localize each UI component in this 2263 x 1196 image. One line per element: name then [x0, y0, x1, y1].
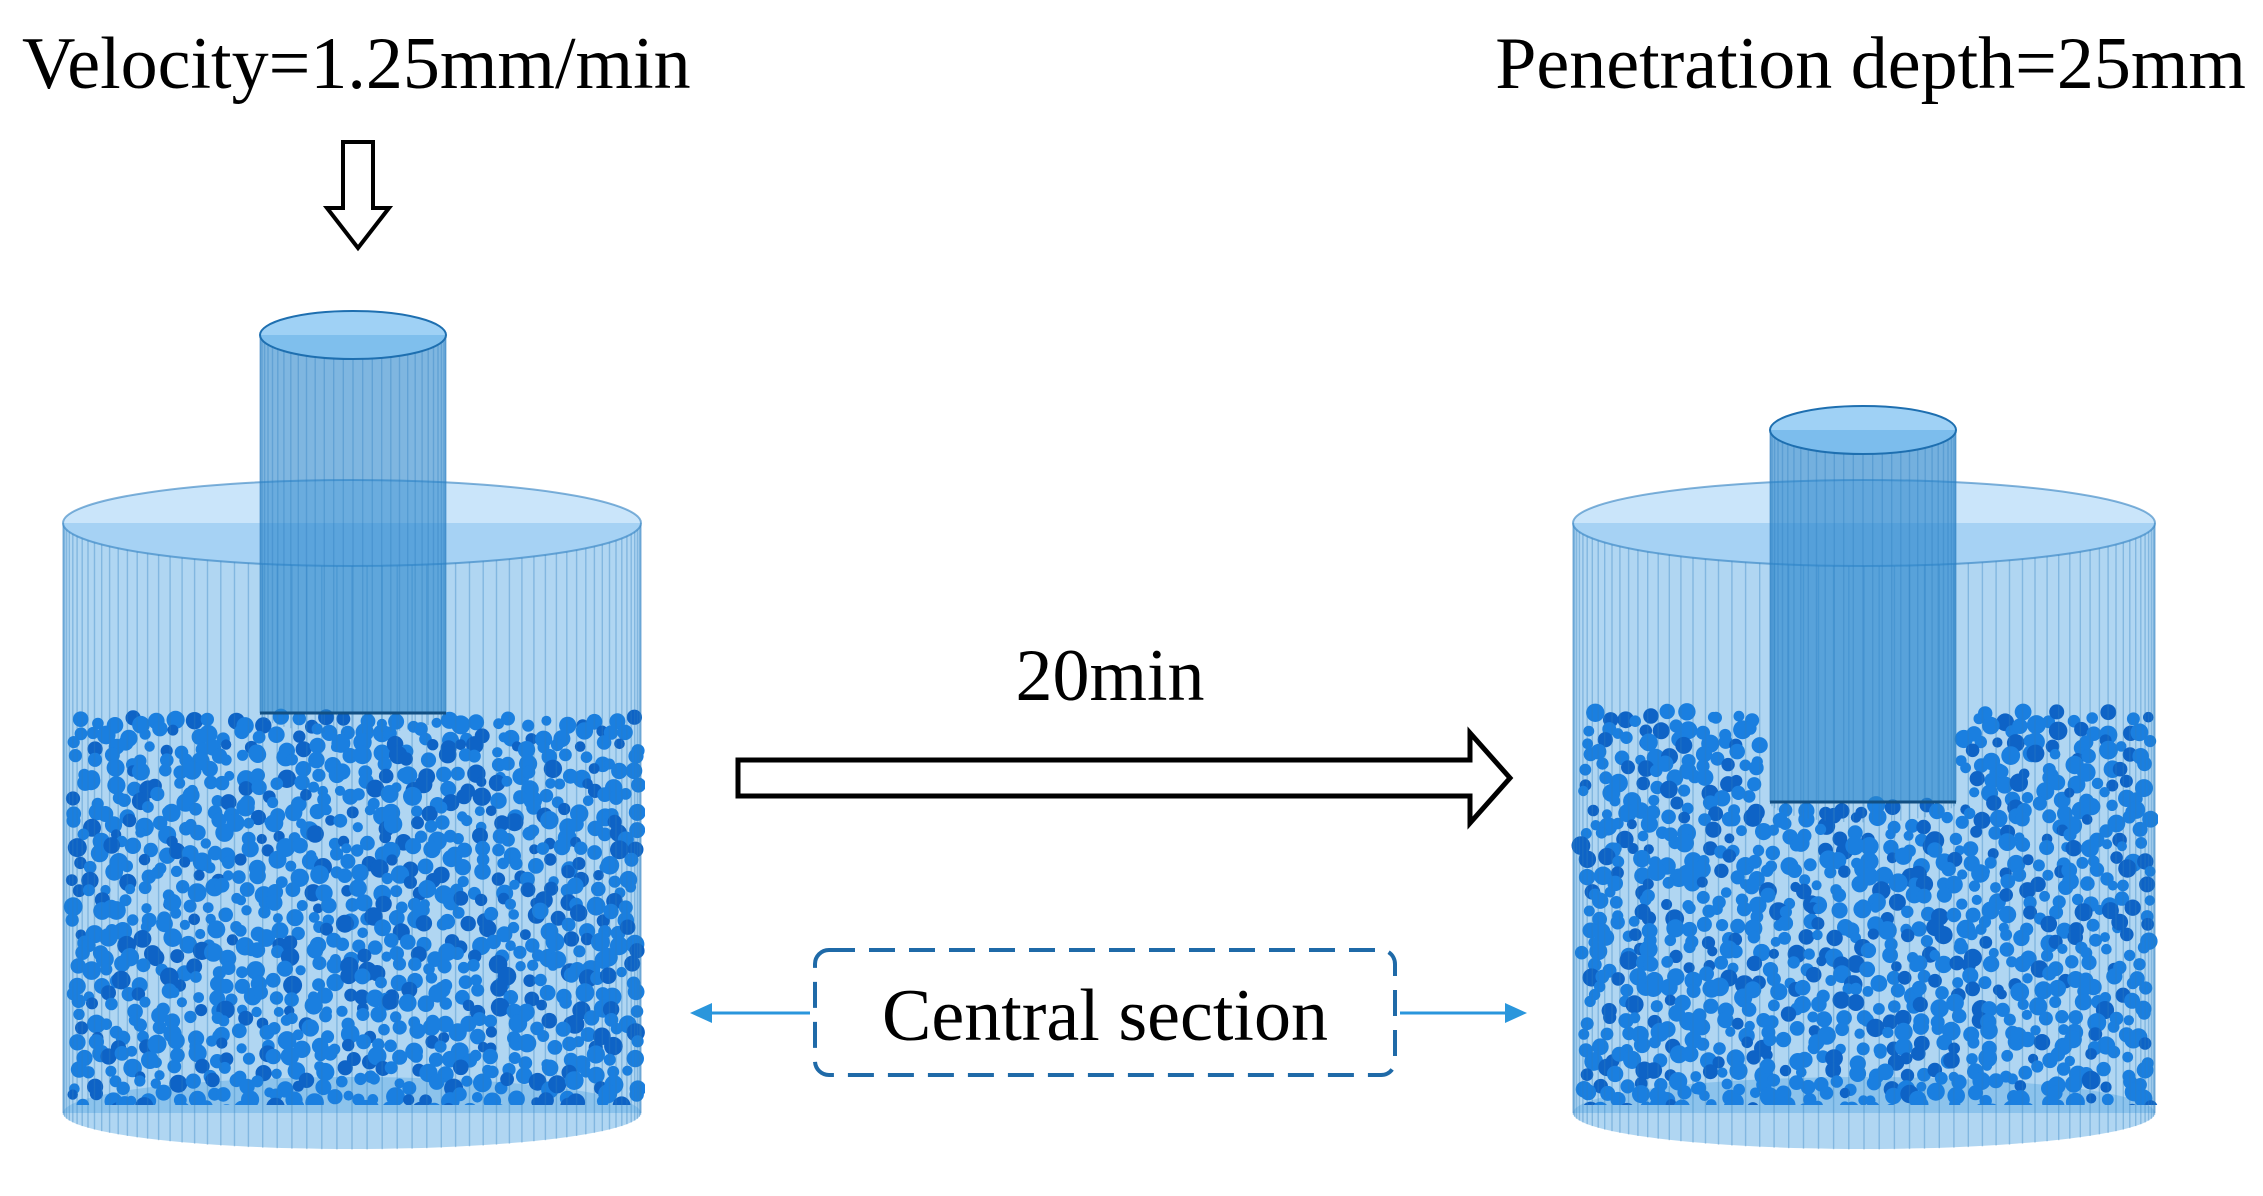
right-hollow-arrow-icon	[735, 726, 1514, 830]
central-section-box: Central section	[813, 948, 1397, 1077]
piston-after	[1769, 405, 1957, 823]
piston-before	[259, 310, 447, 734]
particles-before	[63, 708, 645, 1105]
cylinder-before	[62, 310, 645, 1150]
velocity-label: Velocity=1.25mm/min	[22, 23, 691, 105]
penetration-depth-label: Penetration depth=25mm	[1495, 23, 2246, 105]
duration-label: 20min	[1015, 635, 1204, 717]
cylinder-after	[1571, 405, 2158, 1150]
central-section-label: Central section	[882, 975, 1328, 1057]
left-right-arrow-icon	[690, 1003, 1527, 1023]
particles-after	[1571, 703, 2158, 1105]
down-hollow-arrow-icon	[322, 140, 394, 252]
